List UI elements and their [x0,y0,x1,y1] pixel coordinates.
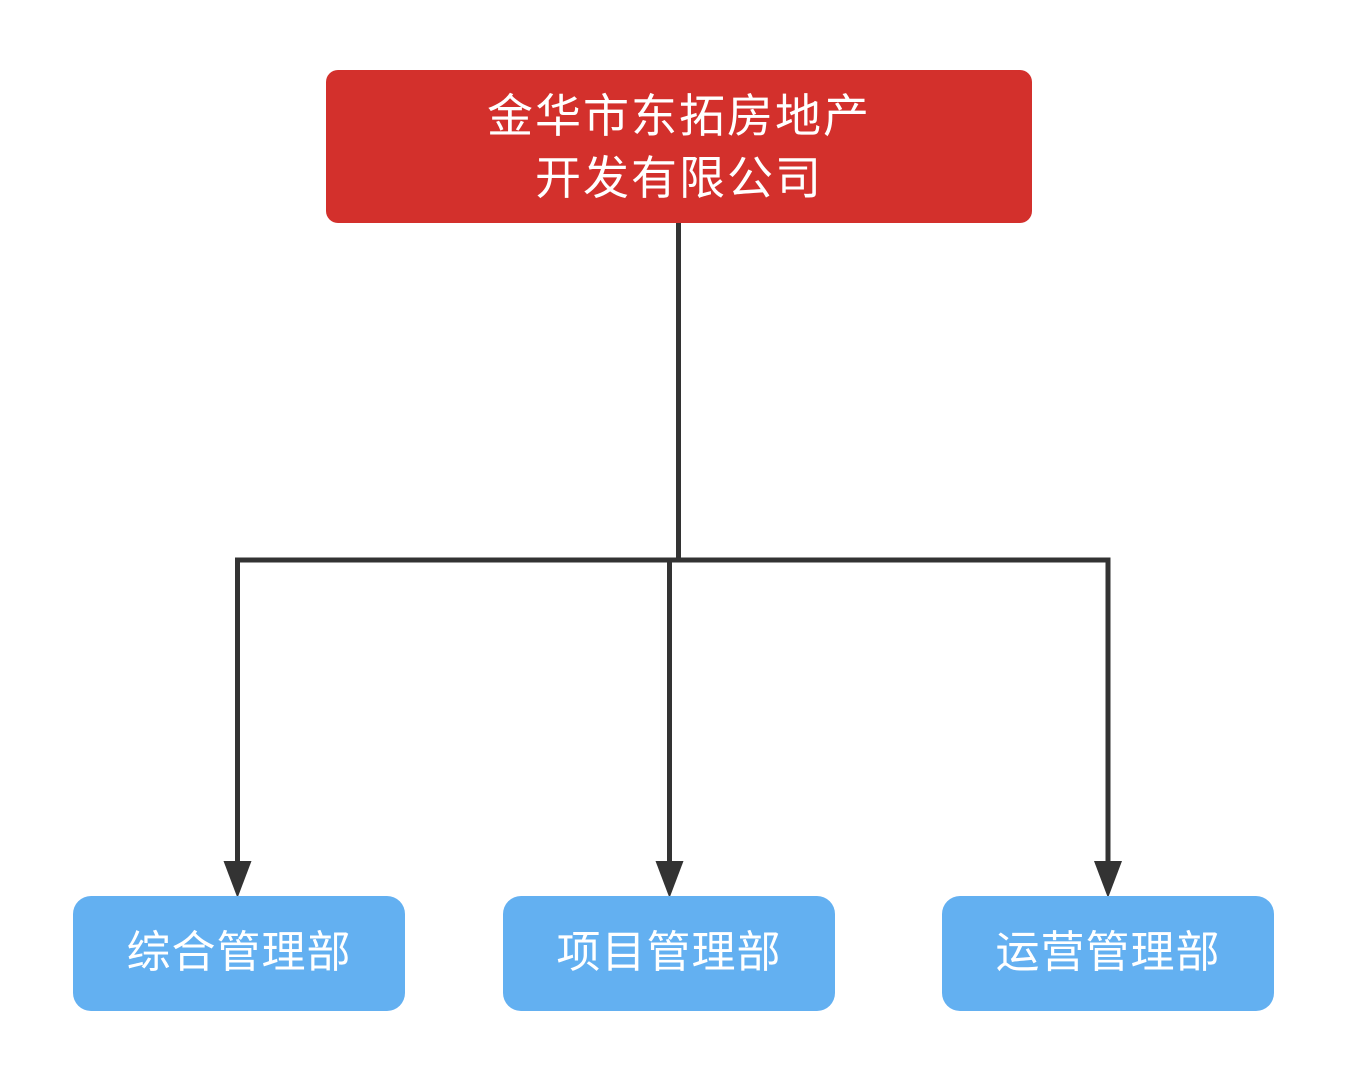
org-node-dept-project: 项目管理部 [503,896,835,1011]
org-node-dept-operations-label: 运营管理部 [995,928,1221,978]
org-node-dept-project-label: 项目管理部 [556,928,782,978]
arrowhead-middle [655,861,684,898]
org-node-dept-general: 综合管理部 [73,896,405,1011]
org-node-root-label-line2: 开发有限公司 [535,151,823,204]
org-node-root: 金华市东拓房地产 开发有限公司 [326,70,1032,223]
arrowhead-right [1094,861,1122,898]
org-node-root-label-line1: 金华市东拓房地产 [487,89,871,142]
arrowhead-left [223,861,252,898]
org-node-dept-general-label: 综合管理部 [126,928,352,978]
org-node-dept-operations: 运营管理部 [942,896,1274,1011]
